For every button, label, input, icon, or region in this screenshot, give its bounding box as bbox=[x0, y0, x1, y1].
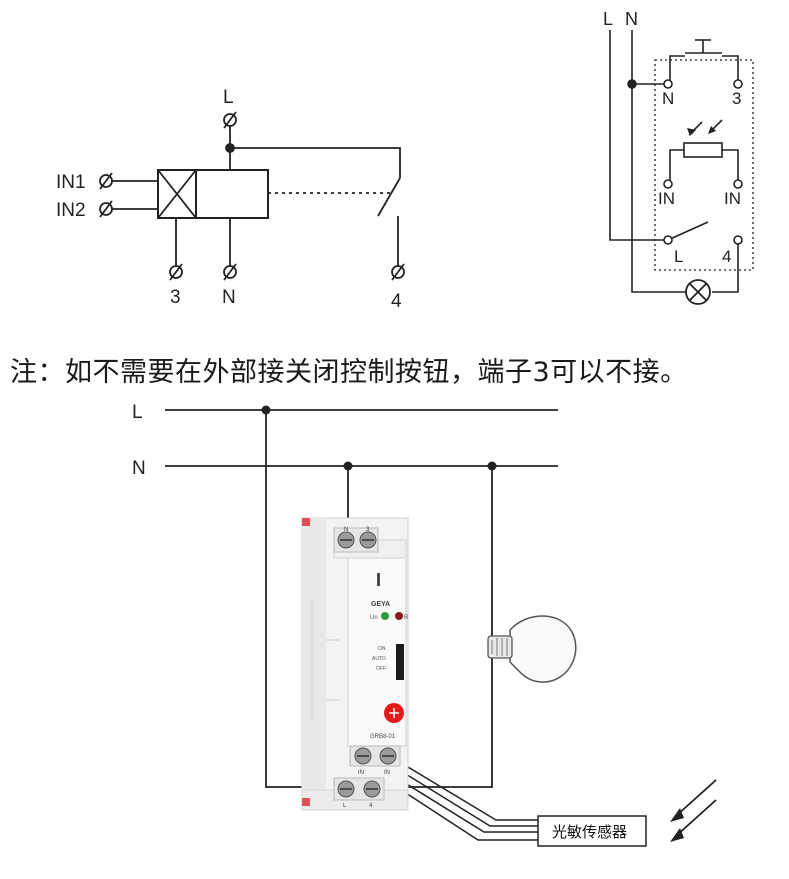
internal-term-in-right: IN bbox=[724, 189, 741, 208]
line-n-label: N bbox=[132, 458, 146, 479]
terminal-in-right-dot bbox=[733, 179, 743, 189]
terminal-n-icon bbox=[223, 263, 237, 281]
terminal-symbols bbox=[99, 111, 405, 281]
internal-term-3: 3 bbox=[732, 89, 741, 108]
line-l-label: L bbox=[132, 402, 143, 423]
relay-schematic bbox=[108, 122, 401, 270]
internal-label-l: L bbox=[603, 9, 613, 29]
internal-label-n: N bbox=[625, 9, 638, 29]
terminal-in-left-dot bbox=[663, 179, 673, 189]
schematic-label-4: 4 bbox=[391, 291, 402, 312]
mode-switch[interactable] bbox=[396, 644, 404, 680]
mode-auto-label: AUTO bbox=[372, 656, 386, 662]
brand-logo: GEYA bbox=[371, 601, 390, 608]
mode-on-label: ON bbox=[378, 646, 386, 652]
front-mark: I bbox=[376, 570, 381, 590]
sensor-label: 光敏传感器 bbox=[552, 823, 627, 841]
internal-arrowheads bbox=[687, 126, 716, 136]
led-r-label: R bbox=[404, 615, 409, 621]
bottom-screw-terminals bbox=[333, 745, 401, 801]
light-sensor-box bbox=[537, 815, 647, 847]
led-r-icon bbox=[395, 612, 403, 620]
internal-term-n: N bbox=[662, 89, 674, 108]
terminal-4-icon bbox=[391, 263, 405, 281]
led-un-label: Un bbox=[370, 615, 378, 621]
light-bulb-icon bbox=[487, 615, 577, 683]
bottom-term-in1: IN bbox=[358, 770, 364, 776]
internal-term-4: 4 bbox=[722, 247, 731, 266]
bottom-term-4: 4 bbox=[369, 803, 373, 809]
top-term-n: N bbox=[344, 527, 348, 533]
internal-terminals bbox=[663, 79, 743, 245]
terminal-l-dot bbox=[663, 235, 673, 245]
schematic-label-in2: IN2 bbox=[56, 200, 86, 221]
terminal-in2-icon bbox=[99, 200, 113, 218]
terminal-l-icon bbox=[223, 111, 237, 129]
bottom-term-l: L bbox=[343, 803, 347, 809]
terminal-n-dot bbox=[663, 79, 673, 89]
internal-term-l: L bbox=[674, 247, 683, 266]
top-term-3: 3 bbox=[366, 527, 370, 533]
schematic-label-in1: IN1 bbox=[56, 172, 86, 193]
model-label: GRB8-01 bbox=[370, 734, 396, 740]
terminal-in1-icon bbox=[99, 172, 113, 190]
terminal-3-icon bbox=[169, 263, 183, 281]
terminal-3-dot bbox=[733, 79, 743, 89]
light-arrows-icon bbox=[675, 779, 717, 837]
terminal-4-dot bbox=[733, 235, 743, 245]
internal-term-in-left: IN bbox=[658, 189, 675, 208]
led-un-icon bbox=[381, 612, 389, 620]
wiring-note: 注：如不需要在外部接关闭控制按钮，端子3可以不接。 bbox=[10, 357, 688, 388]
wiring-junctions bbox=[261, 405, 497, 471]
top-screw-terminals bbox=[333, 527, 379, 553]
schematic-label-n: N bbox=[222, 287, 236, 308]
schematic-label-3: 3 bbox=[170, 287, 181, 308]
lamp-icon bbox=[685, 279, 711, 305]
bottom-term-in2: IN bbox=[384, 770, 390, 776]
schematic-label-l: L bbox=[223, 87, 234, 108]
mode-off-label: OFF bbox=[376, 666, 386, 672]
internal-wiring-schematic bbox=[609, 30, 754, 293]
